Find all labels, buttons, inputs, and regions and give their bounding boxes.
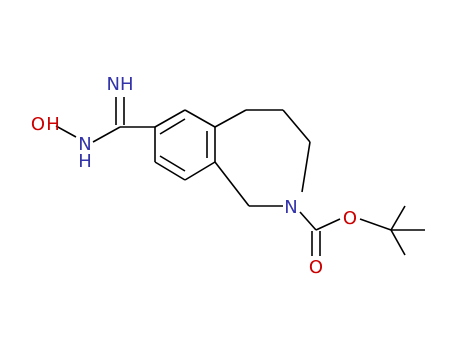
bond-c1-c2-inner [159, 118, 186, 135]
bond-c3-c7 [214, 109, 247, 128]
bond-c2-c3 [184, 109, 216, 128]
atom-labels: NH O H N H N O O [31, 74, 357, 278]
bond-c4-c5 [184, 161, 216, 181]
bond-n-hydroxyl-o [55, 125, 77, 138]
amidine-n-label: N [78, 134, 91, 155]
bond-c8-c9 [282, 109, 311, 143]
bond-n-carbonyl-c [299, 211, 317, 231]
bonds [55, 97, 425, 256]
imine-nh-label: NH [107, 74, 134, 95]
bond-ester-o-tbu [359, 218, 392, 231]
bond-c-amidine-n [92, 126, 121, 143]
amidine-h-label: H [78, 151, 92, 172]
bond-c5-c6-inner [159, 155, 186, 172]
bond-c5-c6 [154, 161, 186, 181]
bond-tbu-methyl-down [390, 229, 406, 256]
hydroxyl-h-label: H [46, 114, 60, 135]
bond-c10-c4 [214, 161, 250, 207]
bond-c-ester-o [315, 218, 341, 231]
ester-o-label: O [343, 208, 357, 229]
bond-c1-c2 [154, 109, 186, 128]
ring-n-label: N [284, 197, 297, 218]
carbonyl-o-label: O [309, 257, 323, 278]
bond-c9-n [301, 141, 311, 193]
hydroxyl-o-label: O [31, 114, 45, 135]
bond-tbu-methyl-up [390, 205, 406, 231]
